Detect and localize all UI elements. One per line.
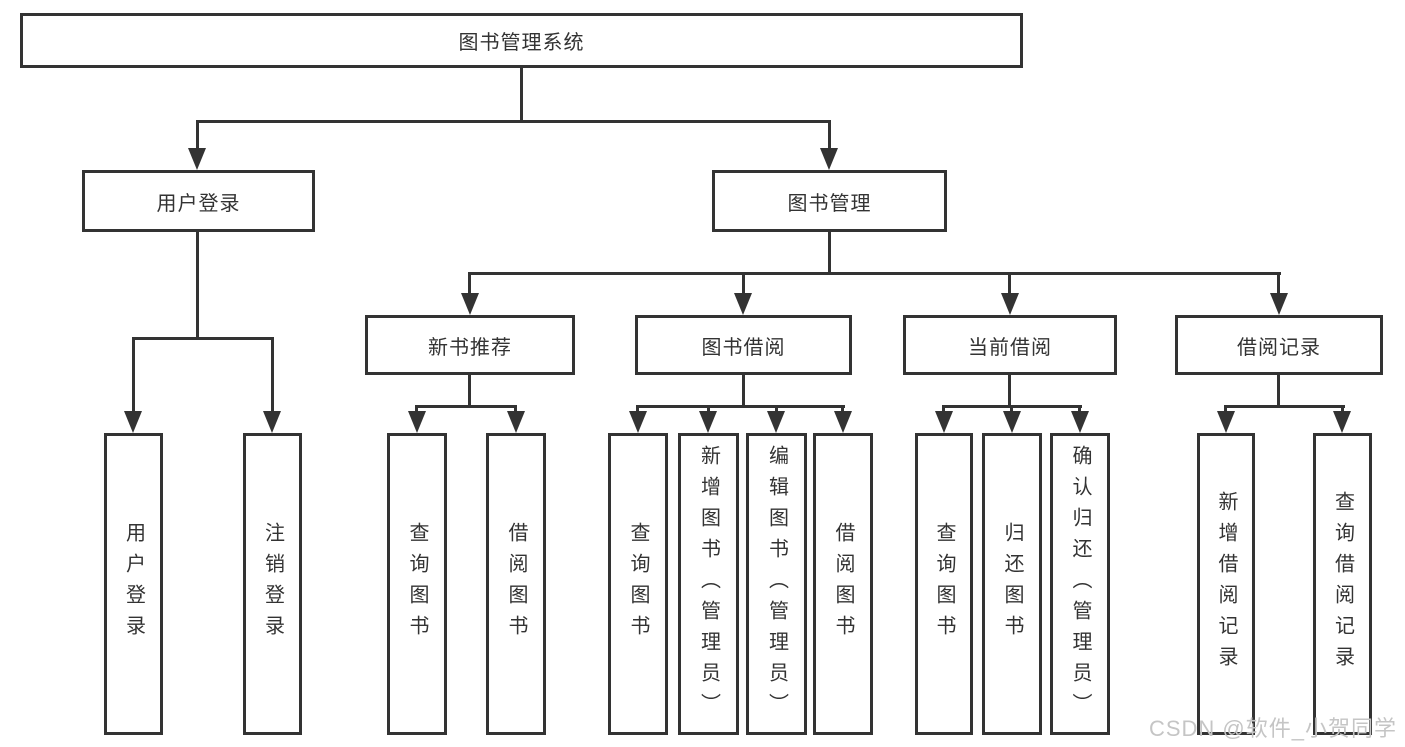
connector-borrow-records-stem bbox=[1277, 375, 1280, 405]
leaf-newrec-query-books-label: 查询图书 bbox=[406, 522, 428, 646]
connector-to-leaf bbox=[636, 405, 639, 413]
leaf-current-query-books: 查询图书 bbox=[915, 433, 973, 735]
connector-to-current-borrow bbox=[1008, 272, 1011, 295]
leaf-edit-books-admin: 编辑图书（管理员） bbox=[746, 433, 807, 735]
connector-book-borrow-stem bbox=[742, 375, 745, 405]
csdn-watermark: CSDN @软件_小贺同学 bbox=[1148, 716, 1397, 741]
arrowhead-down bbox=[935, 411, 953, 433]
node-book-borrow-label: 图书借阅 bbox=[701, 336, 786, 359]
leaf-edit-books-admin-label: 编辑图书（管理员） bbox=[765, 444, 788, 724]
leaf-add-books-admin: 新增图书（管理员） bbox=[678, 433, 739, 735]
connector-to-leaf bbox=[271, 337, 274, 413]
connector-to-leaf bbox=[132, 337, 135, 413]
node-new-book-rec: 新书推荐 bbox=[365, 315, 575, 375]
connector-to-book-borrow bbox=[742, 272, 745, 295]
leaf-return-books-label: 归还图书 bbox=[1001, 522, 1023, 646]
connector-to-user-login bbox=[196, 120, 199, 150]
connector-to-leaf bbox=[415, 405, 418, 413]
arrowhead-down bbox=[124, 411, 142, 433]
arrowhead-down bbox=[263, 411, 281, 433]
node-root-label: 图书管理系统 bbox=[458, 32, 585, 54]
connector-book-mgmt-stem bbox=[828, 232, 831, 272]
leaf-add-books-admin-label: 新增图书（管理员） bbox=[697, 444, 720, 724]
arrowhead-down bbox=[1003, 411, 1021, 433]
arrowhead-down bbox=[1333, 411, 1351, 433]
arrowhead-down bbox=[461, 293, 479, 315]
arrowhead-down bbox=[629, 411, 647, 433]
connector-level3-branch bbox=[468, 272, 1281, 275]
connector-to-leaf bbox=[942, 405, 945, 413]
node-borrow-records-label: 借阅记录 bbox=[1237, 336, 1321, 359]
node-root: 图书管理系统 bbox=[20, 13, 1023, 68]
connector-to-leaf bbox=[1341, 405, 1344, 413]
arrowhead-down bbox=[734, 293, 752, 315]
connector-level2-branch bbox=[196, 120, 831, 123]
leaf-borrow-books: 借阅图书 bbox=[813, 433, 873, 735]
leaf-newrec-borrow-books: 借阅图书 bbox=[486, 433, 546, 735]
connector-user-login-branch bbox=[132, 337, 274, 340]
leaf-newrec-borrow-books-label: 借阅图书 bbox=[505, 522, 527, 646]
connector-to-leaf bbox=[707, 405, 710, 413]
node-current-borrow-label: 当前借阅 bbox=[968, 336, 1052, 359]
arrowhead-down bbox=[1001, 293, 1019, 315]
leaf-current-query-books-label: 查询图书 bbox=[933, 522, 955, 646]
node-new-book-rec-label: 新书推荐 bbox=[428, 336, 512, 359]
leaf-user-login: 用户登录 bbox=[104, 433, 163, 735]
arrowhead-down bbox=[834, 411, 852, 433]
connector-to-leaf bbox=[1224, 405, 1227, 413]
connector-user-login-stem bbox=[196, 232, 199, 337]
connector-to-leaf bbox=[1078, 405, 1081, 413]
connector-to-new-book-rec bbox=[468, 272, 471, 295]
leaf-return-books: 归还图书 bbox=[982, 433, 1042, 735]
leaf-borrow-books-label: 借阅图书 bbox=[832, 522, 854, 646]
arrowhead-down bbox=[767, 411, 785, 433]
connector-current-borrow-stem bbox=[1008, 375, 1011, 405]
connector-to-leaf bbox=[841, 405, 844, 413]
leaf-logout-label: 注销登录 bbox=[261, 522, 284, 646]
node-borrow-records: 借阅记录 bbox=[1175, 315, 1383, 375]
node-user-login: 用户登录 bbox=[82, 170, 315, 232]
connector-to-leaf bbox=[514, 405, 517, 413]
leaf-newrec-query-books: 查询图书 bbox=[387, 433, 447, 735]
arrowhead-down bbox=[820, 148, 838, 170]
connector-to-leaf bbox=[775, 405, 778, 413]
connector-borrow-records-branch bbox=[1224, 405, 1345, 408]
leaf-add-borrow-record: 新增借阅记录 bbox=[1197, 433, 1255, 735]
connector-to-borrow-records bbox=[1277, 272, 1280, 295]
connector-book-borrow-branch bbox=[636, 405, 845, 408]
connector-new-book-rec-branch bbox=[415, 405, 517, 408]
leaf-confirm-return-admin: 确认归还（管理员） bbox=[1050, 433, 1110, 735]
leaf-add-borrow-record-label: 新增借阅记录 bbox=[1215, 491, 1237, 677]
arrowhead-down bbox=[699, 411, 717, 433]
leaf-logout: 注销登录 bbox=[243, 433, 302, 735]
connector-to-leaf bbox=[1010, 405, 1013, 413]
leaf-confirm-return-admin-label: 确认归还（管理员） bbox=[1069, 444, 1091, 724]
leaf-borrow-query-books: 查询图书 bbox=[608, 433, 668, 735]
connector-root-stem bbox=[520, 68, 523, 120]
leaf-user-login-label: 用户登录 bbox=[122, 522, 145, 646]
node-book-borrow: 图书借阅 bbox=[635, 315, 852, 375]
arrowhead-down bbox=[507, 411, 525, 433]
leaf-borrow-query-books-label: 查询图书 bbox=[627, 522, 649, 646]
connector-new-book-rec-stem bbox=[468, 375, 471, 405]
node-book-mgmt-label: 图书管理 bbox=[787, 192, 872, 215]
leaf-query-borrow-record-label: 查询借阅记录 bbox=[1331, 491, 1354, 677]
node-current-borrow: 当前借阅 bbox=[903, 315, 1117, 375]
arrowhead-down bbox=[1071, 411, 1089, 433]
node-book-mgmt: 图书管理 bbox=[712, 170, 947, 232]
arrowhead-down bbox=[408, 411, 426, 433]
connector-to-book-mgmt bbox=[828, 120, 831, 150]
arrowhead-down bbox=[1217, 411, 1235, 433]
arrowhead-down bbox=[188, 148, 206, 170]
leaf-query-borrow-record: 查询借阅记录 bbox=[1313, 433, 1372, 735]
arrowhead-down bbox=[1270, 293, 1288, 315]
node-user-login-label: 用户登录 bbox=[156, 192, 241, 215]
